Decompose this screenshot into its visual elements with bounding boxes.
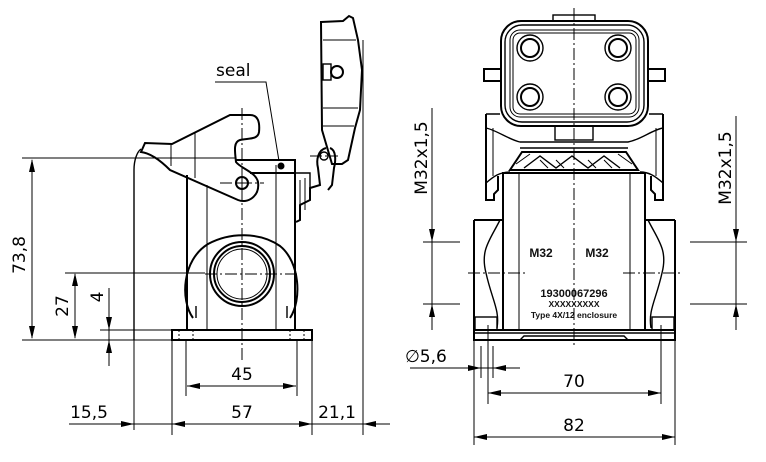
- lug-left: [483, 68, 502, 82]
- seal-leader: [215, 81, 280, 162]
- marking-entry-right: M32: [585, 246, 609, 260]
- seal-point: [277, 162, 285, 170]
- dim-thread-right: M32x1,5: [716, 131, 736, 204]
- dim-thread-left: M32x1,5: [412, 121, 432, 194]
- dim-overall-width: 82: [563, 416, 585, 436]
- hole-extension-lines: [480, 325, 494, 404]
- dim-overall-height: 73,8: [10, 236, 30, 274]
- dim-right-offset: 21,1: [318, 403, 356, 423]
- housing-top: [236, 159, 296, 174]
- lid-screw: [330, 65, 344, 79]
- dim-hole-diameter: ∅5,6: [405, 347, 447, 367]
- dim-entry-height: 27: [53, 295, 73, 317]
- dim-flange-thickness: 4: [88, 292, 108, 303]
- pin-top-right: [604, 34, 632, 62]
- front-view: M32 M32 19300067296 XXXXXXXXX Type 4X/12…: [405, 8, 747, 445]
- hood-lid: [295, 14, 364, 223]
- seal-label: seal: [216, 61, 250, 81]
- contact-pins: [516, 34, 632, 111]
- dim-flange-width: 57: [231, 403, 253, 423]
- lever-outline: [133, 148, 142, 340]
- pin-bottom-left: [516, 83, 544, 111]
- lug-right: [647, 68, 666, 82]
- dim-hole-spacing-front: 70: [563, 372, 585, 392]
- pin-bottom-right: [604, 83, 632, 111]
- side-view: seal 73,8 27 4 45: [10, 14, 390, 435]
- marking-entry-left: M32: [529, 246, 553, 260]
- dim-left-offset: 15,5: [70, 403, 108, 423]
- pin-top-left: [516, 34, 544, 62]
- dim-hole-spacing-side: 45: [231, 365, 253, 385]
